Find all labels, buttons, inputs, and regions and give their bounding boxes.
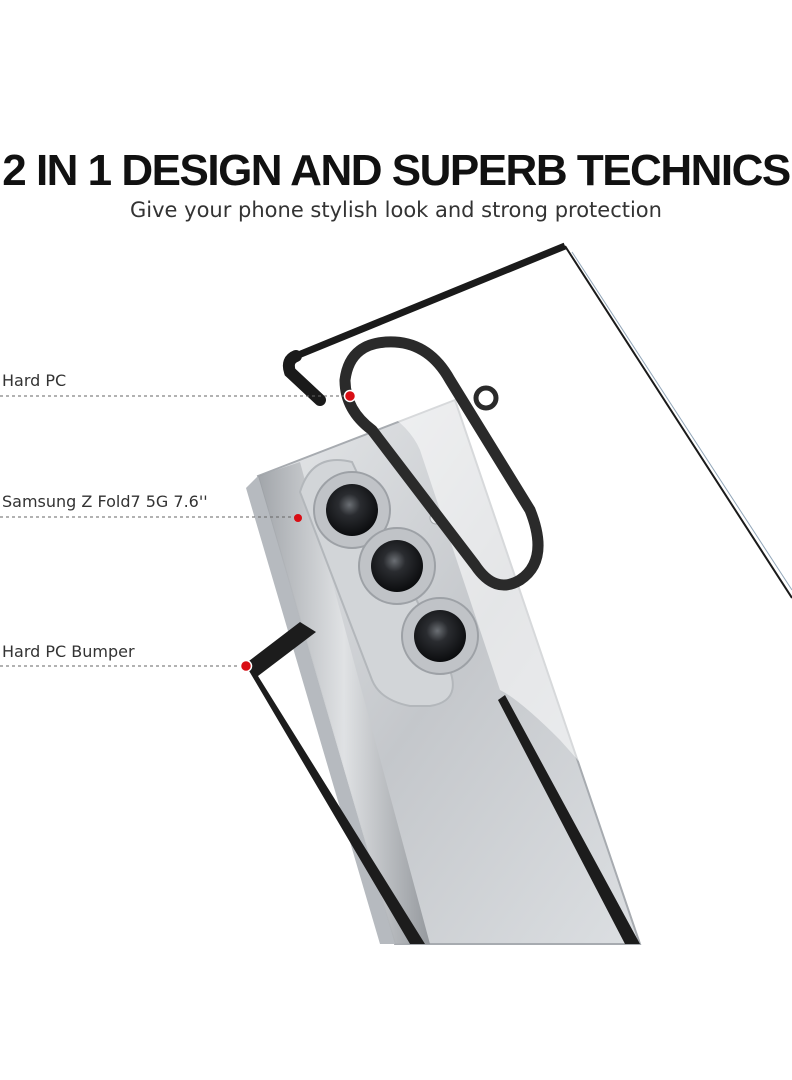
subheadline: Give your phone stylish look and strong …	[130, 198, 662, 222]
lanyard-hole-icon	[473, 385, 499, 411]
headline: 2 IN 1 DESIGN AND SUPERB TECHNICS	[2, 146, 791, 195]
callout-label-phone-model: Samsung Z Fold7 5G 7.6''	[2, 492, 208, 511]
callout-label-hard-pc: Hard PC	[2, 371, 67, 390]
markers	[239, 389, 357, 673]
camera-lens-1	[313, 471, 391, 549]
marker-dot-hard-pc	[343, 389, 357, 403]
marker-dot-bumper	[239, 659, 253, 673]
marker-dot-phone-model	[294, 514, 302, 522]
callout-label-bumper: Hard PC Bumper	[2, 642, 135, 661]
camera-cutout-ring	[339, 336, 544, 591]
camera-lens-3	[401, 597, 479, 675]
hard-pc-back-case	[282, 242, 792, 1000]
leader-lines	[0, 395, 348, 667]
hard-pc-bumper	[245, 622, 640, 944]
camera-island	[298, 459, 479, 707]
camera-lens-2	[358, 527, 436, 605]
